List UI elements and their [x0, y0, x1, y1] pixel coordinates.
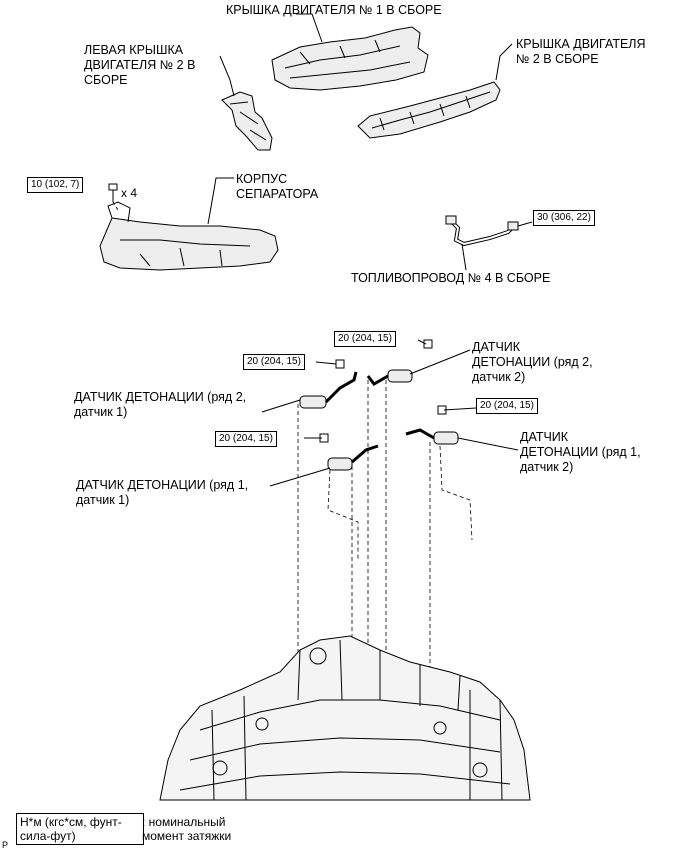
- label-engine-cover-1: КРЫШКА ДВИГАТЕЛЯ № 1 В СБОРЕ: [226, 3, 442, 17]
- leader-fuel-pipe: [461, 243, 467, 271]
- engine-cover-2-part: [357, 81, 501, 139]
- knock-sensor-leaders: [261, 339, 519, 487]
- label-knock-sensor-bank1-sensor2: ДАТЧИК ДЕТОНАЦИИ (ряд 1, датчик 2): [520, 430, 641, 474]
- label-fuel-pipe-4: ТОПЛИВОПРОВОД № 4 В СБОРЕ: [351, 271, 551, 285]
- fuel-pipe-4-part: [445, 215, 519, 247]
- engine-cover-1-part: [271, 26, 429, 91]
- label-knock-sensor-bank2-sensor1: ДАТЧИК ДЕТОНАЦИИ (ряд 2, датчик 1): [74, 390, 247, 419]
- knock-sensor-bank2-sensor2-part: [366, 369, 413, 386]
- legend-torque-unit: Н*м (кгс*см, фунт- сила-фут): [16, 813, 144, 845]
- engine-assembly-part: [159, 635, 531, 801]
- separator-bolt-dashline: [112, 201, 119, 211]
- torque-box-separator-bolt: 10 (102, 7): [27, 177, 84, 193]
- torque-box-knock-b1s1: 20 (204, 15): [215, 431, 277, 447]
- knock-sensor-bank1-sensor2-part: [405, 428, 459, 445]
- separator-housing-part: [99, 201, 279, 271]
- leader-fuel-pipe-torque: [517, 221, 533, 227]
- torque-box-fuel-pipe: 30 (306, 22): [533, 210, 595, 226]
- torque-box-knock-b2s1: 20 (204, 15): [243, 354, 305, 370]
- label-knock-sensor-bank1-sensor1: ДАТЧИК ДЕТОНАЦИИ (ряд 1, датчик 1): [76, 478, 249, 507]
- leader-left-engine-cover-2: [219, 55, 235, 97]
- label-left-engine-cover-2: ЛЕВАЯ КРЫШКА ДВИГАТЕЛЯ № 2 В СБОРЕ: [84, 43, 196, 87]
- knock-sensor-bank1-sensor1-part: [327, 444, 379, 471]
- left-engine-cover-2-part: [221, 91, 273, 151]
- label-separator-housing: КОРПУС СЕПАРАТОРА: [236, 172, 319, 201]
- knock-sensor-bank2-sensor1-part: [299, 371, 358, 409]
- legend-description: : номинальный момент затяжки: [142, 815, 232, 843]
- bolt-quantity: x 4: [121, 186, 138, 200]
- label-knock-sensor-bank2-sensor2: ДАТЧИК ДЕТОНАЦИИ (ряд 2, датчик 2): [472, 340, 593, 384]
- torque-box-knock-b2s2: 20 (204, 15): [334, 331, 396, 347]
- leader-engine-cover-1: [296, 13, 323, 43]
- leader-engine-cover-2: [495, 43, 513, 81]
- label-engine-cover-2: КРЫШКА ДВИГАТЕЛЯ № 2 В СБОРЕ: [516, 37, 646, 66]
- leader-separator-housing: [207, 177, 234, 225]
- separator-bolt-icon: [108, 183, 118, 202]
- torque-box-knock-b1s2: 20 (204, 15): [476, 398, 538, 414]
- corner-mark: P: [2, 840, 9, 850]
